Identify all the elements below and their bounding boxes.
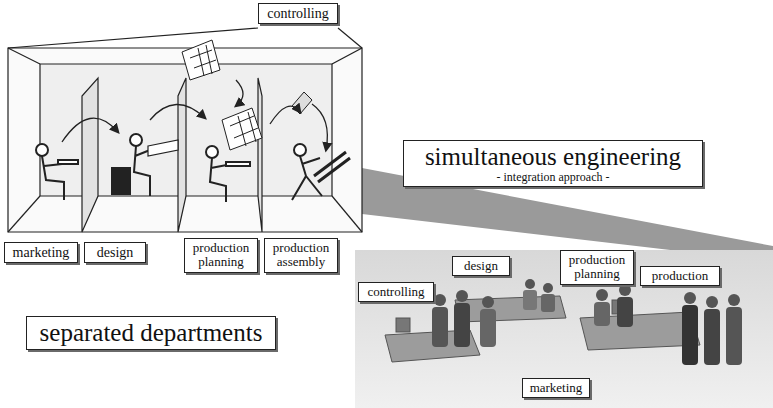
box-text: simultaneous engineering bbox=[409, 143, 697, 171]
label-box: design bbox=[452, 256, 510, 276]
box-text: design bbox=[458, 259, 504, 273]
label-box: separated departments bbox=[26, 316, 276, 350]
label-box: production planning bbox=[560, 250, 634, 285]
box-subtext: - integration approach - bbox=[409, 171, 697, 184]
label-box: controlling bbox=[258, 3, 338, 24]
box-text: marketing bbox=[528, 381, 584, 395]
workers bbox=[36, 134, 350, 202]
box-text: separated departments bbox=[32, 319, 270, 347]
box-text: production planning bbox=[190, 241, 252, 270]
box-text: controlling bbox=[264, 6, 332, 21]
cubicle-room bbox=[8, 28, 362, 232]
label-box: marketing bbox=[4, 242, 78, 263]
box-text: production assembly bbox=[270, 241, 332, 270]
box-text: production planning bbox=[566, 253, 628, 282]
flow-arrows bbox=[62, 80, 327, 150]
label-box: controlling bbox=[358, 282, 434, 302]
blueprints bbox=[182, 40, 312, 150]
label-box: simultaneous engineering- integration ap… bbox=[403, 140, 703, 187]
label-box: marketing bbox=[522, 378, 590, 398]
box-text: production bbox=[646, 269, 714, 283]
label-box: production planning bbox=[184, 238, 258, 273]
photo-people bbox=[432, 279, 742, 365]
label-box: production assembly bbox=[264, 238, 338, 273]
label-box: production bbox=[640, 266, 720, 286]
label-box: design bbox=[84, 242, 146, 263]
team-photo bbox=[355, 250, 773, 408]
box-text: marketing bbox=[10, 245, 72, 260]
box-text: design bbox=[90, 245, 140, 260]
box-text: controlling bbox=[364, 285, 428, 299]
